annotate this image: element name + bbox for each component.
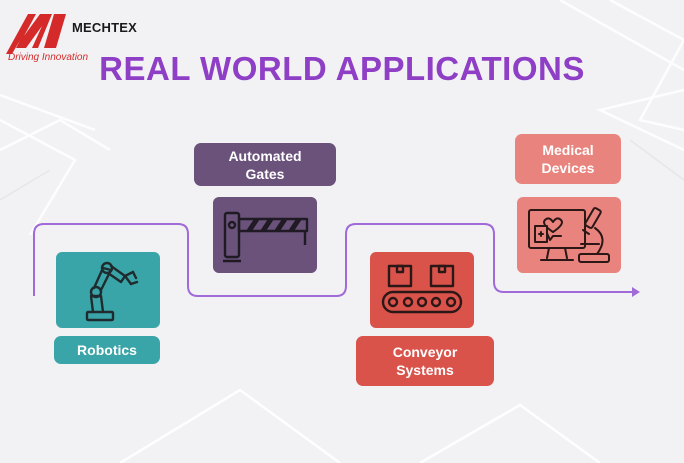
conveyor-systems-label[interactable]: Conveyor Systems [356, 336, 494, 386]
robotics-label[interactable]: Robotics [54, 336, 160, 364]
brand-name: MECHTEX [72, 20, 137, 35]
conveyor-systems-card[interactable] [370, 252, 474, 328]
automated-gates-label[interactable]: Automated Gates [194, 143, 336, 186]
robotics-card[interactable] [56, 252, 160, 328]
m-logo-icon [6, 14, 66, 54]
medical-devices-card[interactable] [517, 197, 621, 273]
robotics-label-text: Robotics [77, 342, 137, 358]
barrier-gate-icon [223, 211, 309, 263]
conveyor-systems-label-text: Conveyor Systems [392, 344, 458, 378]
automated-gates-label-text: Automated Gates [228, 147, 302, 182]
robot-arm-icon [85, 261, 139, 322]
automated-gates-card[interactable] [213, 197, 317, 273]
medical-microscope-icon [528, 207, 610, 263]
mechtex-logo[interactable]: MECHTEX Driving Innovation [6, 8, 146, 66]
page-title: REAL WORLD APPLICATIONS [99, 50, 585, 87]
brand-tagline: Driving Innovation [8, 52, 89, 63]
conveyor-belt-icon [381, 264, 463, 314]
medical-devices-label-text: Medical Devices [541, 142, 595, 176]
medical-devices-label[interactable]: Medical Devices [515, 134, 621, 184]
path-arrow-head [632, 287, 640, 297]
